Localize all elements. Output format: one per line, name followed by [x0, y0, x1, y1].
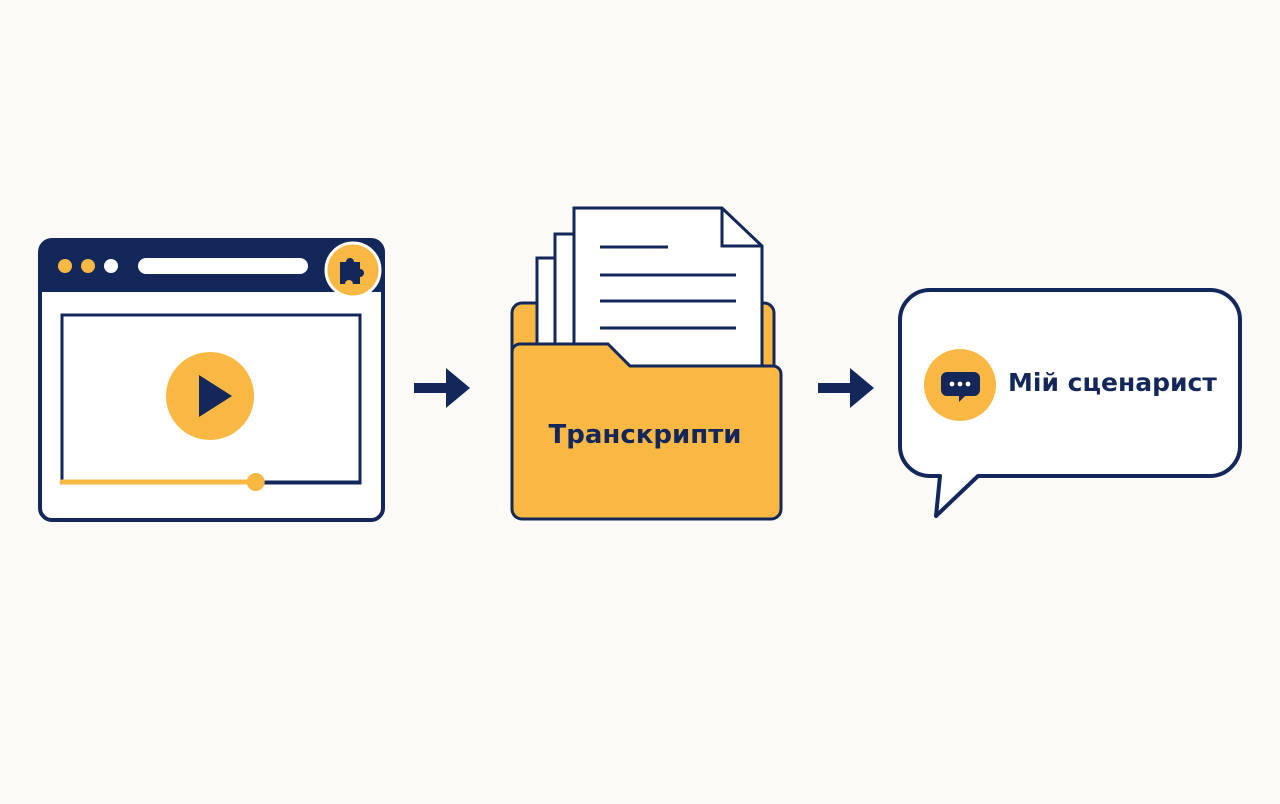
- browser-window-icon: [38, 238, 385, 522]
- folder-icon: [510, 206, 783, 521]
- arrow-right-icon: [414, 368, 470, 408]
- window-dot-2: [81, 259, 95, 273]
- my-scenarist-label: Мій сценарист: [1008, 368, 1217, 397]
- arrow-right-icon: [818, 368, 874, 408]
- speech-bubble-icon: [898, 288, 1242, 518]
- address-bar: [138, 258, 308, 274]
- transcripts-label: Транскрипти: [548, 420, 742, 450]
- window-dot-3: [104, 259, 118, 273]
- play-icon[interactable]: [166, 352, 254, 440]
- chat-dots-icon: [924, 349, 996, 421]
- folder-front: [510, 342, 783, 521]
- window-dot-1: [58, 259, 72, 273]
- puzzle-icon: [324, 241, 382, 299]
- progress-knob[interactable]: [246, 473, 265, 491]
